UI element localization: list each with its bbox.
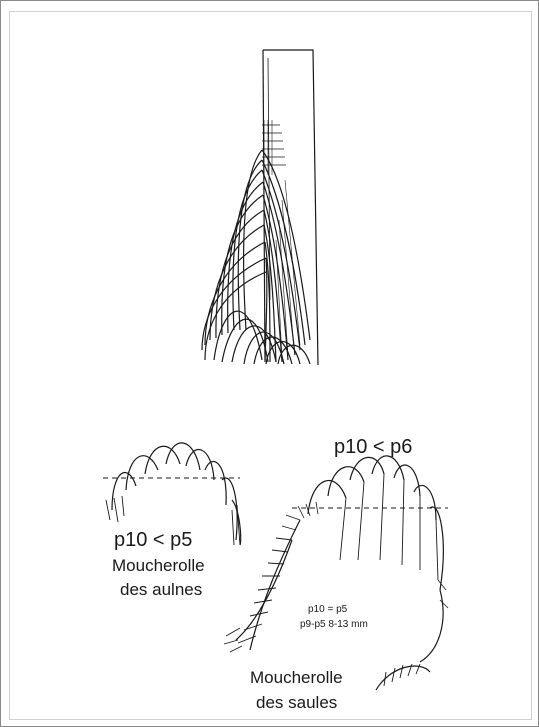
- willow-name-line2: des saules: [256, 693, 337, 713]
- alder-ratio-label: p10 < p5: [114, 529, 192, 552]
- willow-formula-line1: p10 = p5: [308, 604, 347, 616]
- willow-ratio-label: p10 < p6: [334, 436, 412, 459]
- willow-name-line1: Moucherolle: [250, 668, 343, 688]
- alder-name-line1: Moucherolle: [112, 556, 205, 576]
- willow-wing-drawing: [224, 456, 448, 690]
- alder-name-line2: des aulnes: [120, 580, 202, 600]
- folded-wing-drawing: [202, 50, 318, 365]
- willow-formula-line2: p9-p5 8-13 mm: [300, 619, 368, 631]
